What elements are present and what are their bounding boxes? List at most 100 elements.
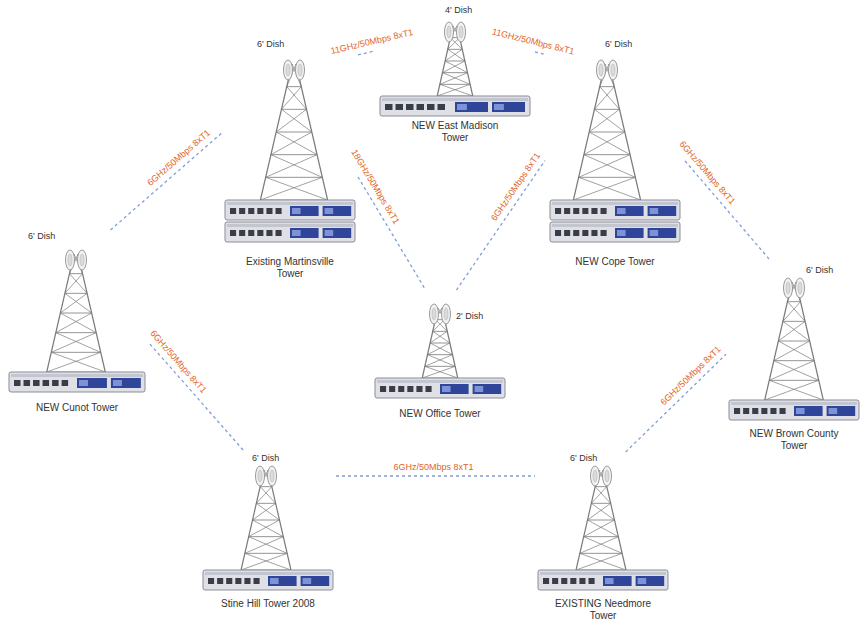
radio-chassis bbox=[550, 222, 680, 242]
tower-icon bbox=[422, 308, 458, 378]
tower-icon bbox=[260, 64, 327, 200]
microwave-link bbox=[626, 354, 726, 452]
radio-trim bbox=[382, 98, 528, 101]
tower-name: NEW Cope Tower bbox=[563, 256, 667, 268]
radio-port bbox=[770, 408, 776, 414]
radio-port bbox=[257, 230, 263, 236]
radio-port bbox=[230, 208, 236, 214]
tower-brace bbox=[580, 553, 626, 570]
radio-panel bbox=[77, 378, 107, 388]
radio-port bbox=[579, 578, 585, 584]
tower-brace bbox=[47, 352, 101, 372]
radio-port bbox=[573, 208, 579, 214]
tower-brace bbox=[433, 331, 450, 343]
radio-chassis bbox=[225, 200, 355, 220]
radio-port bbox=[734, 408, 740, 414]
radio-panel bbox=[492, 102, 525, 112]
dish-rim bbox=[798, 282, 802, 294]
tower-icon bbox=[576, 470, 626, 570]
tower-icon bbox=[765, 282, 824, 400]
tower-node: 6' DishStine Hill Tower 2008 bbox=[200, 452, 336, 630]
radio-port bbox=[601, 208, 607, 214]
radio-trim bbox=[205, 572, 331, 575]
tower-brace bbox=[260, 486, 272, 487]
dish-rim bbox=[599, 64, 603, 76]
tower-brace bbox=[774, 341, 810, 361]
tower-brace bbox=[774, 361, 819, 381]
microwave-link bbox=[685, 161, 770, 260]
radio-unit bbox=[225, 200, 355, 220]
tower-name: Stine Hill Tower 2008 bbox=[216, 598, 320, 610]
radio-port bbox=[427, 104, 435, 110]
dish-face bbox=[796, 278, 805, 298]
radio-panel bbox=[268, 576, 297, 586]
radio-led bbox=[475, 386, 484, 392]
radio-port bbox=[226, 578, 232, 584]
radio-chassis bbox=[729, 400, 859, 420]
tower-brace bbox=[245, 553, 291, 570]
tower-brace bbox=[579, 155, 630, 178]
dish-icon bbox=[284, 60, 305, 80]
tower-brace bbox=[56, 332, 96, 333]
radio-led bbox=[79, 380, 88, 386]
radio-led bbox=[325, 230, 334, 236]
dish-icon bbox=[66, 250, 87, 270]
tower-brace bbox=[591, 487, 606, 504]
tower-brace bbox=[783, 302, 801, 322]
tower-brace bbox=[594, 109, 624, 132]
tower-brace bbox=[774, 360, 814, 361]
tower-brace bbox=[260, 487, 275, 504]
radio-port bbox=[239, 230, 245, 236]
tower-brace bbox=[266, 177, 328, 200]
dish-face bbox=[597, 60, 606, 80]
tower-brace bbox=[584, 132, 625, 155]
radio-chassis bbox=[375, 378, 505, 398]
radio-port bbox=[564, 208, 570, 214]
radio-panel bbox=[648, 206, 677, 216]
radio-trim bbox=[377, 380, 503, 383]
dish-icon bbox=[597, 60, 618, 80]
tower-brace bbox=[589, 132, 625, 133]
dish-face bbox=[784, 278, 793, 298]
radio-trim bbox=[731, 402, 857, 405]
tower-brace bbox=[276, 109, 306, 132]
link-label: 11GHz/50Mbps 8xT1 bbox=[328, 27, 417, 58]
dish-face bbox=[66, 250, 75, 270]
radio-unit bbox=[380, 96, 530, 116]
radio-chassis bbox=[9, 372, 145, 392]
tower-node: 6' DishExisting Martinsville Tower bbox=[222, 38, 358, 290]
tower-brace bbox=[276, 132, 312, 133]
dish-rim bbox=[611, 64, 615, 76]
link-label: 6GHz/50Mbps 8xT1 bbox=[146, 327, 210, 397]
dish-face bbox=[284, 60, 293, 80]
radio-led bbox=[829, 408, 838, 414]
radio-port bbox=[589, 578, 595, 584]
radio-port bbox=[570, 578, 576, 584]
tower-brace bbox=[253, 520, 280, 521]
radio-panel bbox=[323, 206, 352, 216]
radio-port bbox=[743, 408, 749, 414]
microwave-link bbox=[358, 51, 375, 55]
tower-brace bbox=[576, 553, 622, 570]
dish-icon bbox=[445, 22, 466, 42]
radio-trim bbox=[552, 202, 678, 205]
tower-brace bbox=[591, 503, 614, 520]
tower-brace bbox=[591, 503, 610, 504]
link-label: 11GHz/50Mbps 8xT1 bbox=[489, 26, 577, 58]
radio-port bbox=[398, 386, 404, 392]
tower-brace bbox=[422, 366, 455, 378]
tower-brace bbox=[260, 177, 322, 200]
tower-brace bbox=[60, 313, 96, 333]
radio-panel bbox=[827, 406, 856, 416]
tower-brace bbox=[584, 154, 630, 155]
tower-brace bbox=[430, 331, 447, 343]
tower-brace bbox=[573, 177, 635, 200]
link-label: 6GHz/50Mbps 8xT1 bbox=[488, 149, 545, 225]
radio-led bbox=[292, 230, 301, 236]
radio-panel bbox=[473, 384, 502, 394]
radio-panel bbox=[301, 576, 330, 586]
tower-brace bbox=[433, 331, 448, 332]
tower-brace bbox=[427, 354, 452, 355]
tower-brace bbox=[425, 366, 458, 378]
tower-illustration bbox=[4, 230, 150, 430]
